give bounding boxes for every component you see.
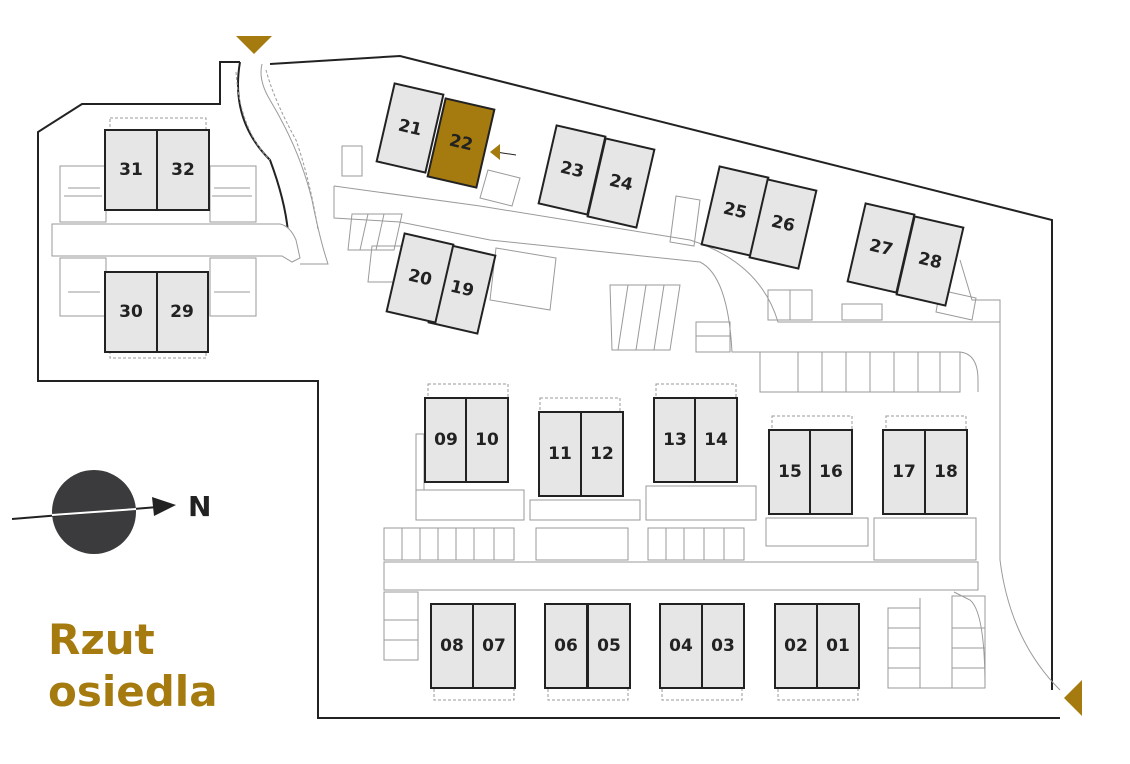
south-entrance-arrow (1064, 680, 1082, 716)
unit-15[interactable]: 15 (768, 429, 812, 515)
unit-06-shape[interactable] (544, 603, 588, 689)
unit-11-shape[interactable] (538, 411, 582, 497)
unit-17-shape[interactable] (882, 429, 926, 515)
unit-06[interactable]: 06 (544, 603, 588, 689)
unit-04-shape[interactable] (659, 603, 703, 689)
unit-14-shape[interactable] (694, 397, 738, 483)
unit-21-shape[interactable] (375, 82, 445, 174)
unit-18[interactable]: 18 (924, 429, 968, 515)
unit-22-shape[interactable] (426, 97, 496, 189)
unit-22-entrance-marker (490, 144, 517, 160)
unit-10[interactable]: 10 (465, 397, 509, 483)
unit-09[interactable]: 09 (424, 397, 468, 483)
unit-13-shape[interactable] (653, 397, 697, 483)
unit-31[interactable]: 31 (104, 129, 158, 211)
unit-11[interactable]: 11 (538, 411, 582, 497)
unit-17[interactable]: 17 (882, 429, 926, 515)
unit-29-shape[interactable] (155, 271, 209, 353)
unit-04[interactable]: 04 (659, 603, 703, 689)
unit-24-shape[interactable] (586, 137, 656, 229)
compass (11, 470, 176, 554)
unit-31-shape[interactable] (104, 129, 158, 211)
unit-20-shape[interactable] (385, 232, 455, 324)
unit-28-shape[interactable] (895, 215, 965, 307)
unit-30[interactable]: 30 (104, 271, 158, 353)
unit-32[interactable]: 32 (156, 129, 210, 211)
unit-07[interactable]: 07 (472, 603, 516, 689)
unit-32-shape[interactable] (156, 129, 210, 211)
unit-16-shape[interactable] (809, 429, 853, 515)
unit-01-shape[interactable] (816, 603, 860, 689)
unit-02-shape[interactable] (774, 603, 818, 689)
unit-01[interactable]: 01 (816, 603, 860, 689)
map-title-line-1: Rzut (48, 615, 155, 664)
unit-07-shape[interactable] (472, 603, 516, 689)
unit-13[interactable]: 13 (653, 397, 697, 483)
unit-05-shape[interactable] (587, 603, 631, 689)
compass-north-label: N (188, 490, 212, 523)
unit-12[interactable]: 12 (580, 411, 624, 497)
unit-29[interactable]: 29 (155, 271, 209, 353)
north-arrow-icon (152, 497, 176, 516)
unit-10-shape[interactable] (465, 397, 509, 483)
unit-16[interactable]: 16 (809, 429, 853, 515)
unit-02[interactable]: 02 (774, 603, 818, 689)
unit-30-shape[interactable] (104, 271, 158, 353)
unit-12-shape[interactable] (580, 411, 624, 497)
unit-08[interactable]: 08 (430, 603, 474, 689)
north-entrance-arrow (236, 36, 272, 54)
parking-bays (341, 145, 986, 689)
unit-18-shape[interactable] (924, 429, 968, 515)
unit-15-shape[interactable] (768, 429, 812, 515)
unit-26-shape[interactable] (748, 178, 818, 270)
unit-05[interactable]: 05 (587, 603, 631, 689)
unit-03[interactable]: 03 (701, 603, 745, 689)
map-title-line-2: osiedla (48, 667, 218, 716)
unit-03-shape[interactable] (701, 603, 745, 689)
unit-14[interactable]: 14 (694, 397, 738, 483)
unit-08-shape[interactable] (430, 603, 474, 689)
unit-09-shape[interactable] (424, 397, 468, 483)
map-title: Rzut osiedla (48, 614, 218, 718)
